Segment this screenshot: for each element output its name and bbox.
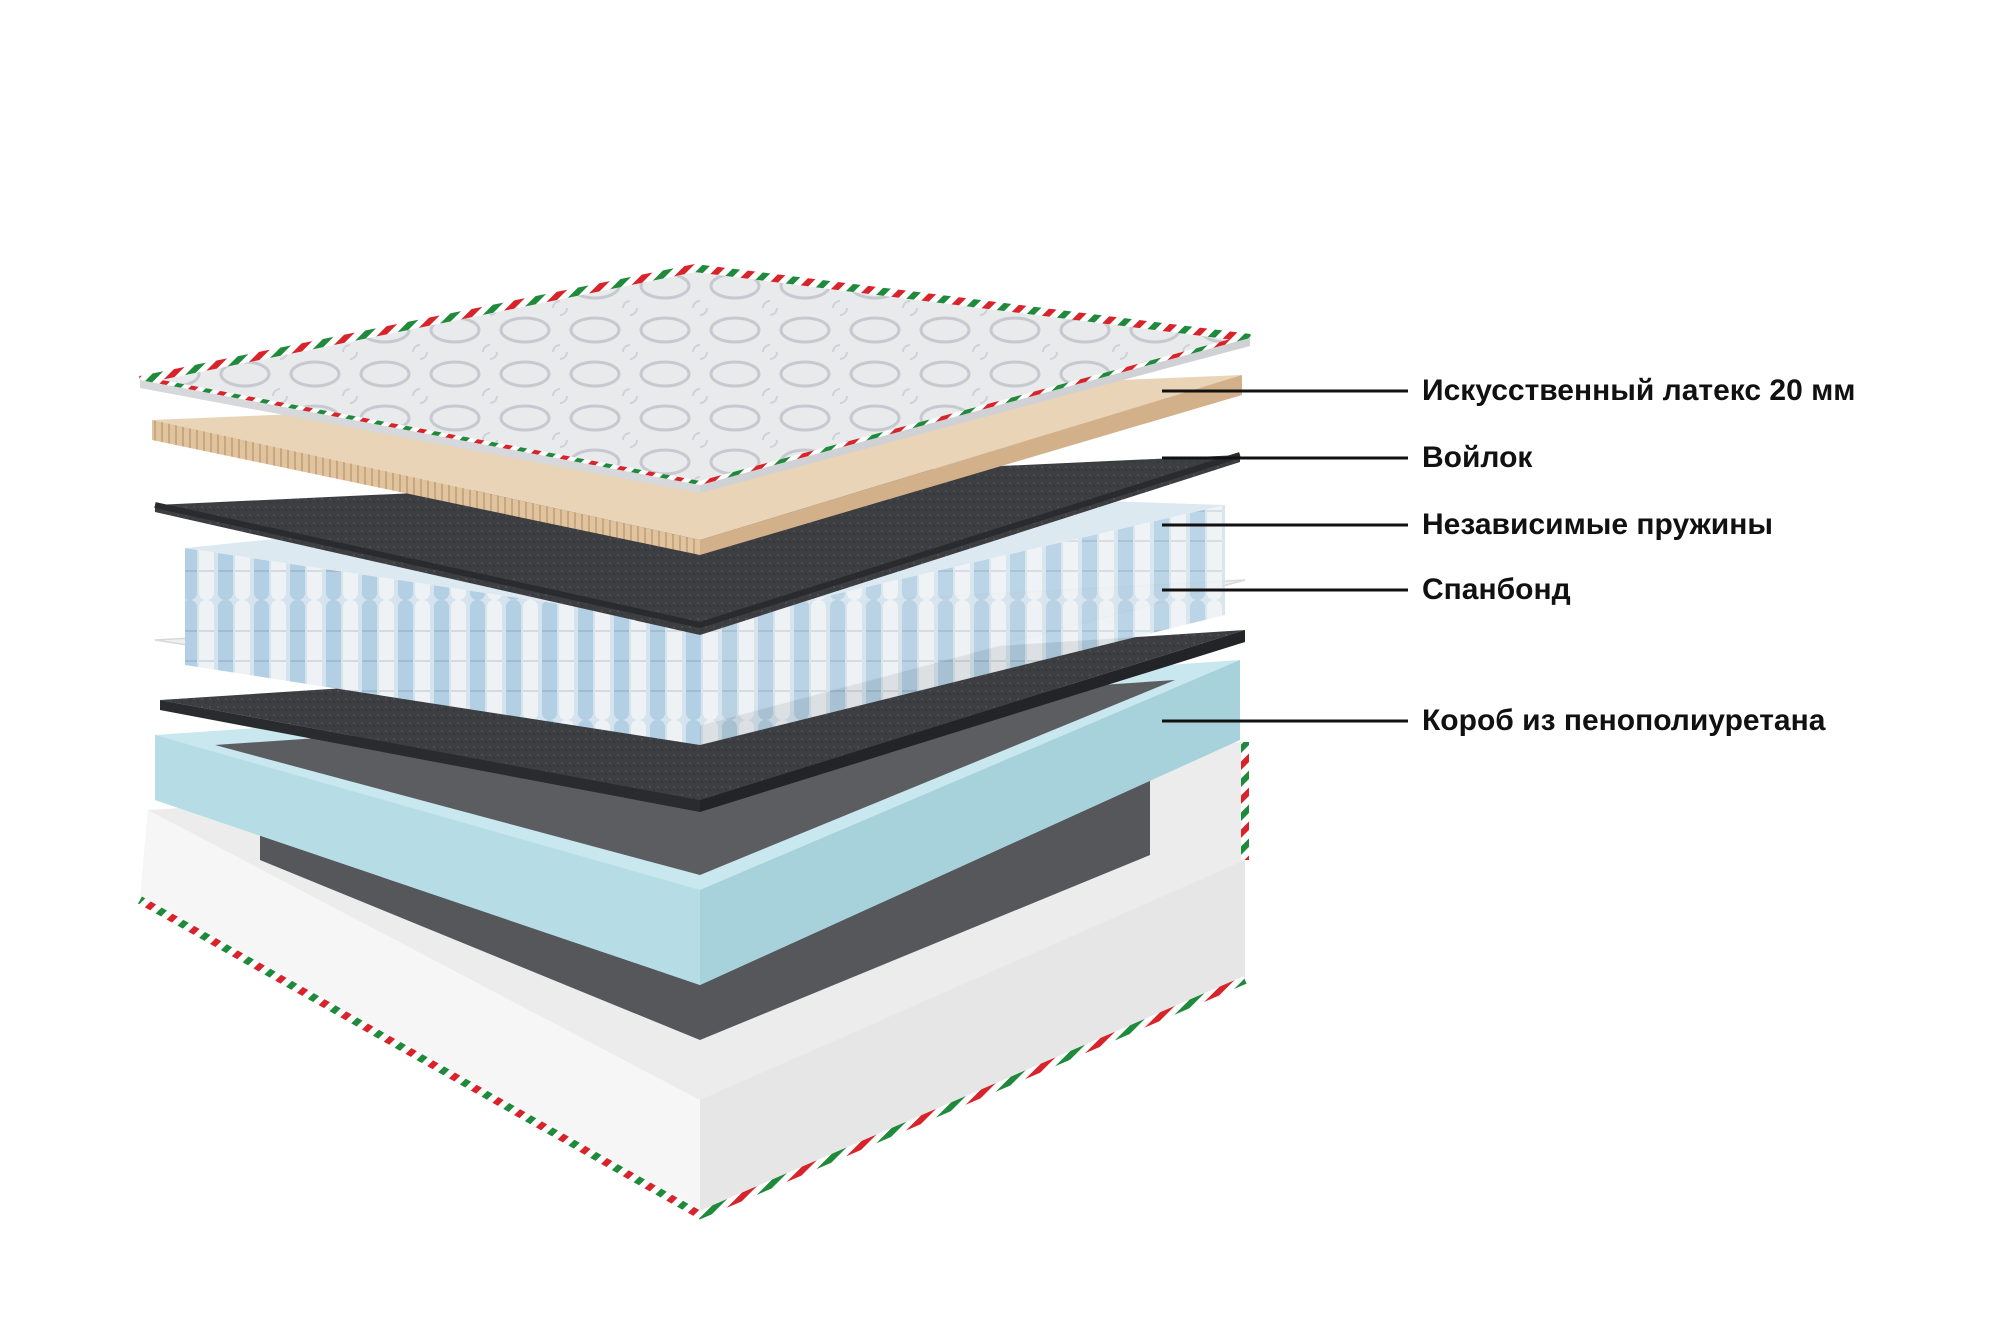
- label-foam-box: Короб из пенополиуретана: [1422, 706, 1825, 736]
- label-spunbond: Спанбонд: [1422, 575, 1571, 605]
- label-springs: Независимые пружины: [1422, 510, 1773, 540]
- label-felt: Войлок: [1422, 443, 1532, 473]
- label-latex: Искусственный латекс 20 мм: [1422, 376, 1855, 406]
